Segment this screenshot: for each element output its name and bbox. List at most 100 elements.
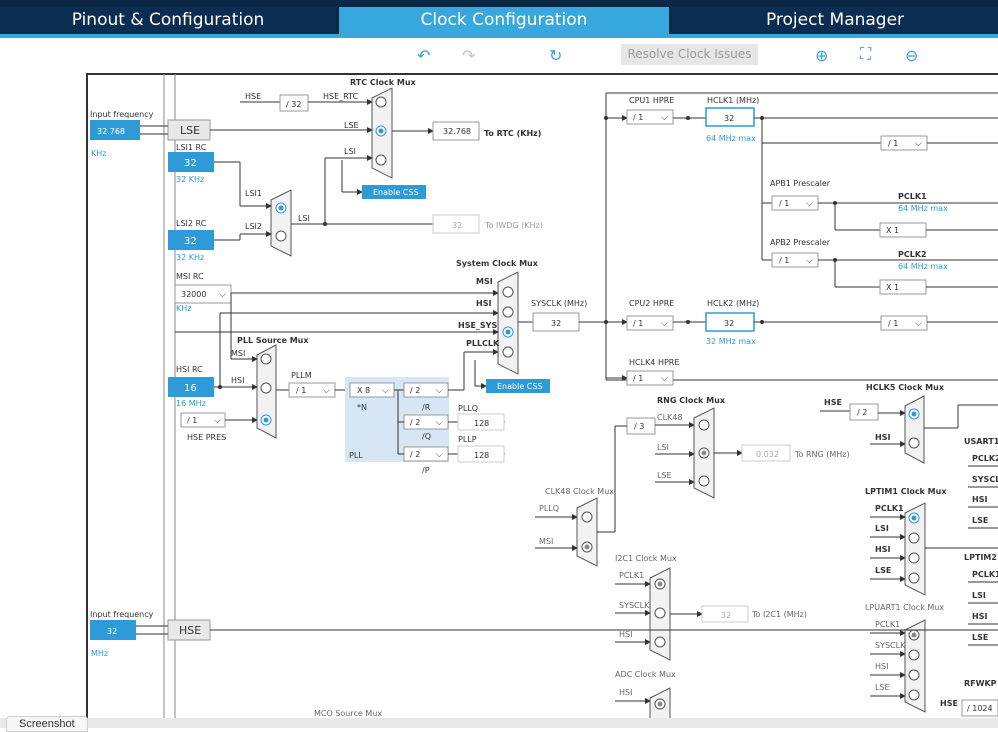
refresh-icon[interactable]: ↻ — [549, 48, 563, 65]
pllm-value: / 1 — [296, 386, 306, 395]
lsi-wire-label: LSI — [298, 214, 310, 223]
lse-input-value[interactable]: 32.768 — [97, 127, 125, 136]
sysmux-pllclk-label: PLLCLK — [466, 339, 500, 348]
pll-label: PLL — [349, 451, 363, 460]
clk48-radio-pllq[interactable] — [581, 511, 593, 523]
pll-source-mux-title: PLL Source Mux — [237, 336, 309, 345]
rtc-enable-css-button[interactable] — [362, 185, 426, 199]
lsi-mux-radio-2[interactable] — [275, 230, 287, 242]
lptim1-mux-title: LPTIM1 Clock Mux — [865, 487, 947, 496]
pll-n-value: X 8 — [357, 386, 370, 395]
i2c1-mux-title: I2C1 Clock Mux — [615, 554, 677, 563]
cpu2-hpre-label: CPU2 HPRE — [629, 299, 674, 308]
lpuart1-radio-hsi[interactable] — [908, 669, 920, 681]
tab-underline — [0, 34, 998, 38]
rfwkp-hse-label: HSE — [940, 699, 958, 708]
pll-p-value: / 2 — [410, 450, 420, 459]
tab-pinout[interactable]: Pinout & Configuration — [0, 7, 336, 34]
apb2-mul-value: X 1 — [886, 283, 899, 292]
hclk2-max: 32 MHz max — [706, 337, 756, 346]
hclk5-hse-label: HSE — [824, 398, 842, 407]
hclk4-hpre-label: HCLK4 HPRE — [629, 358, 679, 367]
i2c1-sysclk-label: SYSCLK — [619, 601, 650, 610]
cpu1-hpre-select[interactable] — [626, 109, 674, 125]
hse-input-box[interactable] — [90, 620, 136, 640]
hclk2-label: HCLK2 (MHz) — [707, 299, 759, 308]
hclk1-input[interactable] — [705, 107, 755, 127]
rtc-hse-label: HSE — [245, 92, 261, 101]
rng-output-label: To RNG (MHz) — [794, 450, 850, 459]
lse-input-box[interactable] — [90, 120, 140, 140]
redo-icon[interactable]: ↷ — [462, 48, 476, 65]
rtc-mux-radio-lsi[interactable] — [375, 154, 387, 166]
cpu1-hpre-label: CPU1 HPRE — [629, 96, 674, 105]
sysmux-msi-label: MSI — [476, 277, 493, 286]
lptim2-pclk1-label: PCLK1 — [972, 570, 998, 579]
pllm-chevron-down-icon: ⌵ — [323, 386, 330, 396]
clk48-pllq-label: PLLQ — [539, 504, 559, 513]
zoom-out-icon[interactable]: ⊖ — [905, 48, 919, 65]
i2c1-radio-sysclk[interactable] — [654, 607, 666, 619]
sysclk-label: SYSCLK (MHz) — [531, 299, 587, 308]
lptim1-radio-lsi[interactable] — [908, 532, 920, 544]
hclk4-hpre-select[interactable] — [626, 370, 674, 386]
cpu2-hpre-select[interactable] — [626, 315, 674, 331]
apb2-label: APB2 Prescaler — [770, 238, 831, 247]
lptim1-radio-hsi[interactable] — [908, 552, 920, 564]
rtc-output-value: 32.768 — [443, 127, 471, 136]
lpuart1-pclk1-label: PCLK1 — [875, 620, 900, 629]
i2c1-output-value: 32 — [721, 611, 731, 620]
pclk1-label: PCLK1 — [898, 192, 927, 201]
zoom-in-icon[interactable]: ⊕ — [815, 48, 829, 65]
sys-enable-css-button[interactable] — [486, 379, 550, 393]
rtc-mux-radio-hse[interactable] — [375, 96, 387, 108]
lptim1-pclk1-label: PCLK1 — [875, 504, 904, 513]
hse-input-label: Input frequency — [90, 610, 154, 619]
toolbar: ↶ ↷ ↻ ⊕ ⛶ ⊖ — [0, 38, 998, 72]
hclk5-radio-hsi[interactable] — [908, 437, 920, 449]
undo-icon[interactable]: ↶ — [417, 48, 431, 65]
tab-project-manager[interactable]: Project Manager — [672, 7, 998, 34]
i2c1-pclk1-label: PCLK1 — [619, 571, 644, 580]
pll-source-radio-msi[interactable] — [260, 353, 272, 365]
system-clock-mux — [497, 271, 519, 375]
iwdg-output-value: 32 — [452, 221, 462, 230]
lpuart1-radio-sysclk[interactable] — [908, 649, 920, 661]
pllp-output-box — [457, 445, 505, 463]
rtc-hse-rtc-label: HSE_RTC — [323, 92, 359, 101]
sysmux-radio-msi[interactable] — [502, 286, 514, 298]
sysmux-radio-hsi[interactable] — [502, 306, 514, 318]
fit-icon[interactable]: ⛶ — [860, 46, 872, 63]
i2c1-radio-hsi[interactable] — [654, 636, 666, 648]
rng-lse-label: LSE — [657, 471, 672, 480]
resolve-clock-issues-button[interactable]: Resolve Clock Issues — [621, 44, 758, 65]
lptim1-radio-lse[interactable] — [908, 572, 920, 584]
lptim2-hsi-label: HSI — [972, 612, 987, 621]
sysmux-hsi-label: HSI — [476, 299, 491, 308]
pll-source-radio-hsi[interactable] — [260, 382, 272, 394]
rng-clk48-label: CLK48 — [657, 413, 682, 422]
pll-p-chevron-down-icon: ⌵ — [436, 450, 443, 460]
rng-output-box — [741, 444, 791, 462]
tab-clock-configuration[interactable]: Clock Configuration — [339, 7, 669, 34]
lpuart1-radio-lse[interactable] — [908, 689, 920, 701]
lptim1-hsi-label: HSI — [875, 545, 890, 554]
rng-radio-clk48[interactable] — [698, 419, 710, 431]
hse-name: HSE — [179, 624, 201, 637]
hse-pres-value: / 1 — [187, 416, 197, 425]
screenshot-tab[interactable]: Screenshot — [6, 716, 88, 732]
pll-r-value: / 2 — [410, 386, 420, 395]
rtc-hse-divider[interactable] — [279, 94, 309, 112]
msi-unit: KHz — [176, 304, 191, 313]
hclk2-div-select[interactable] — [880, 315, 928, 331]
hclk4-hpre-value: / 1 — [633, 374, 643, 383]
rng-div-value: / 3 — [634, 422, 644, 431]
rtc-output-box — [432, 121, 480, 141]
hse-input-value[interactable]: 32 — [107, 627, 117, 636]
apb1-value: / 1 — [779, 199, 789, 208]
lsi2-value: 32 — [184, 236, 197, 247]
rng-radio-lse[interactable] — [698, 475, 710, 487]
sysmux-radio-pll[interactable] — [502, 346, 514, 358]
rtc-mux-title: RTC Clock Mux — [350, 78, 417, 87]
